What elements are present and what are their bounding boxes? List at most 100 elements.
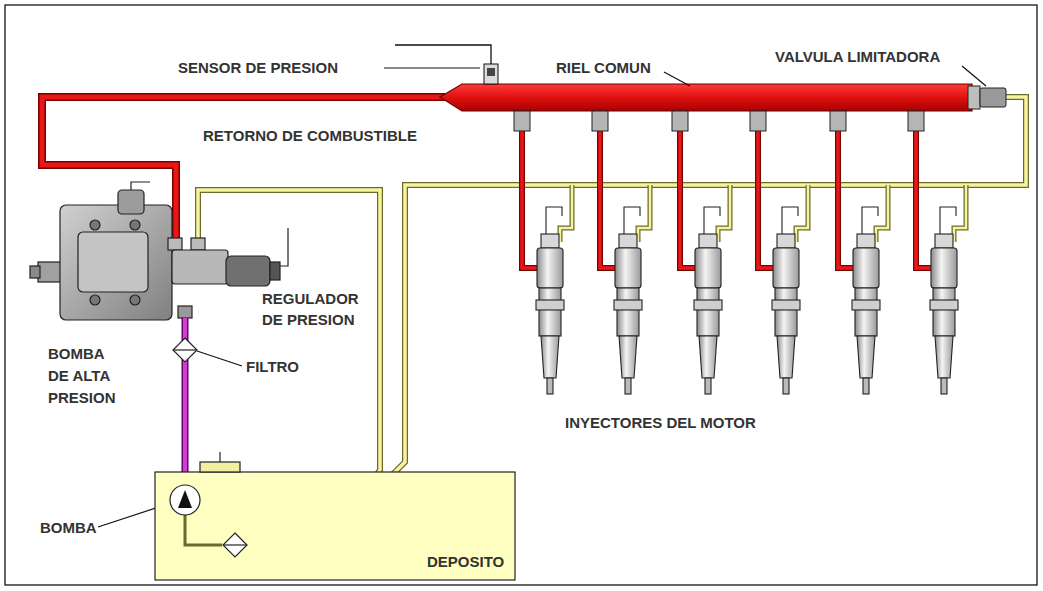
part-label: BOMBA DE ALTA PRESION [48, 343, 124, 409]
injector [933, 288, 955, 336]
part-label: INYECTORES DEL MOTOR [565, 414, 756, 432]
filter-symbol [173, 338, 247, 557]
common-rail [968, 86, 980, 109]
high-pressure-pump [30, 266, 40, 278]
injector [694, 300, 722, 310]
injector [775, 288, 797, 336]
high-pressure-line [838, 131, 855, 268]
injector [782, 207, 798, 236]
injector [772, 207, 800, 394]
injector [931, 248, 957, 288]
injector [536, 207, 564, 394]
injector [930, 207, 958, 394]
injector [935, 336, 953, 378]
fuel-tank [155, 472, 515, 580]
injector [857, 336, 875, 378]
leader-line [197, 351, 242, 366]
high-pressure-pump [178, 306, 192, 318]
part-label: RETORNO DE COMBUSTIBLE [203, 127, 417, 145]
part-label: REGULADOR DE PRESION [262, 288, 362, 330]
pressure-regulator [226, 256, 270, 286]
high-pressure-pump [30, 182, 228, 320]
high-pressure-pump [130, 295, 140, 305]
common-rail [514, 111, 530, 131]
injector [539, 288, 561, 336]
high-pressure-line [838, 131, 855, 268]
injector [619, 234, 637, 248]
high-pressure-pump [118, 190, 144, 214]
common-rail [830, 111, 846, 131]
high-pressure-pump [60, 205, 172, 320]
high-pressure-line [680, 131, 697, 268]
injector [617, 288, 639, 336]
high-pressure-pump [191, 238, 205, 250]
injector [547, 378, 553, 394]
injector [705, 378, 711, 394]
return-line [198, 190, 380, 482]
fuel-tank [155, 452, 515, 580]
part-label: DEPOSITO [427, 553, 504, 571]
leader-line [962, 66, 986, 86]
pressure-sensor [384, 45, 498, 84]
pressure-sensor [487, 68, 495, 76]
return-line [560, 185, 966, 242]
high-pressure-pump [168, 238, 182, 250]
high-pressure-line [916, 131, 933, 268]
injector [857, 234, 875, 248]
fuel-tank [200, 462, 240, 472]
common-rail [514, 111, 924, 131]
injector [935, 234, 953, 248]
fuel-tank [219, 452, 220, 462]
injector [777, 234, 795, 248]
part-label: SENSOR DE PRESION [178, 59, 338, 77]
high-pressure-pump [78, 232, 148, 292]
injector [777, 336, 795, 378]
common-rail [672, 111, 688, 131]
injector [862, 207, 878, 236]
part-label: FILTRO [246, 358, 299, 376]
frame [5, 5, 1037, 585]
injector [704, 207, 720, 236]
filter-symbol [173, 338, 197, 362]
injector [699, 234, 717, 248]
injector [694, 207, 722, 394]
filter-symbol [223, 544, 247, 545]
injector [853, 248, 879, 288]
high-pressure-line [522, 131, 539, 268]
common-rail [750, 111, 766, 131]
injector [941, 378, 947, 394]
pressure-sensor [484, 64, 498, 84]
high-pressure-pump [131, 182, 150, 190]
injector [619, 336, 637, 378]
high-pressure-line [680, 131, 697, 268]
injector [773, 248, 799, 288]
high-pressure-line [600, 131, 617, 268]
pressure-regulator [226, 228, 288, 286]
return-line [198, 190, 380, 482]
injector [546, 207, 562, 236]
high-pressure-line [522, 131, 539, 268]
injector [536, 300, 564, 310]
part-label: RIEL COMUN [556, 59, 651, 77]
common-rail [440, 84, 1006, 131]
injector [855, 288, 877, 336]
return-line [385, 97, 1026, 482]
common-rail [592, 111, 608, 131]
high-pressure-pump [172, 250, 228, 284]
return-line [385, 97, 1026, 482]
injector [695, 248, 721, 288]
common-rail [440, 84, 972, 111]
injector [697, 288, 719, 336]
pressure-sensor [395, 45, 491, 64]
pressure-sensor [384, 67, 480, 68]
injector [625, 378, 631, 394]
fuel-tank [170, 485, 200, 515]
injector [614, 300, 642, 310]
high-pressure-pump [90, 295, 100, 305]
high-pressure-pump [90, 220, 100, 230]
injector [615, 248, 641, 288]
common-rail [980, 88, 1006, 107]
high-pressure-line [42, 97, 933, 268]
